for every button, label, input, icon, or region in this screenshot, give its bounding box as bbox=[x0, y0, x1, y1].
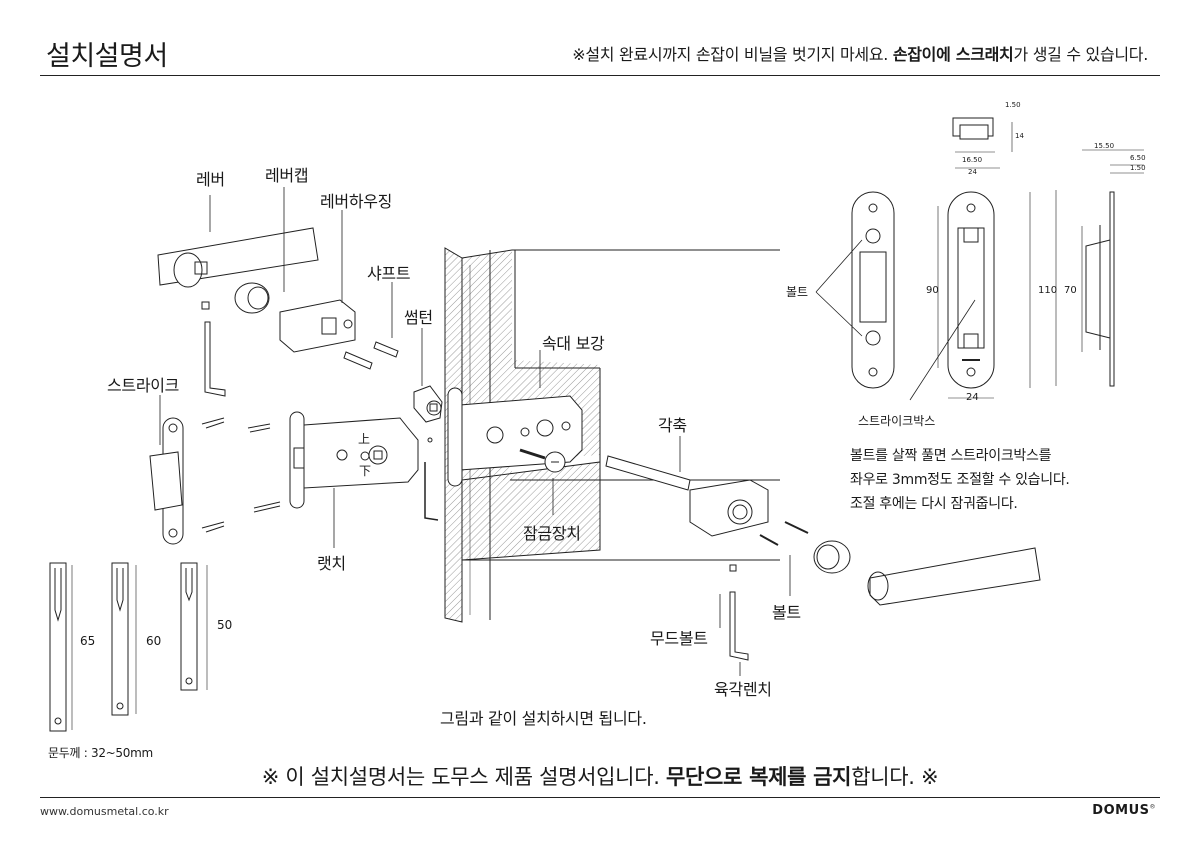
header-divider bbox=[40, 75, 1160, 76]
registered-mark: ® bbox=[1149, 803, 1156, 811]
screws bbox=[201, 417, 281, 533]
spindle bbox=[605, 455, 691, 491]
note-line-2: 좌우로 3mm정도 조절할 수 있습니다. bbox=[850, 472, 1070, 488]
label-lever-cap: 레버캡 bbox=[265, 166, 309, 185]
label-reinforcement: 속대 보강 bbox=[542, 334, 605, 353]
dim-1-50-side: 1.50 bbox=[1130, 164, 1146, 172]
dim-70: 70 bbox=[1064, 285, 1077, 296]
strike-box-spec bbox=[937, 191, 1031, 399]
warn-bold: 무단으로 복제를 금지 bbox=[665, 765, 852, 789]
spec-strike-box-label: 스트라이크박스 bbox=[858, 414, 936, 428]
dim-24-top: 24 bbox=[968, 168, 977, 176]
latch-body bbox=[289, 411, 433, 509]
bolt-faceplate-spec bbox=[851, 191, 895, 389]
brand-name: DOMUS bbox=[1092, 803, 1150, 818]
strike-plate bbox=[149, 417, 184, 545]
lever-cap-right bbox=[813, 540, 851, 574]
lever-housing bbox=[279, 299, 356, 353]
label-down-mark: 下 bbox=[359, 464, 372, 478]
vinyl-notice: ※설치 완료시까지 손잡이 비닐을 벗기지 마세요. 손잡이에 스크래치가 생길… bbox=[572, 41, 1148, 65]
notice-text-end: 가 생길 수 있습니다. bbox=[1013, 45, 1148, 64]
adjustment-note: 볼트를 살짝 풀면 스트라이크박스를 좌우로 3mm정도 조절할 수 있습니다.… bbox=[850, 444, 1070, 516]
website-url[interactable]: www.domusmetal.co.kr bbox=[40, 805, 169, 818]
spindle-drawings bbox=[49, 562, 208, 732]
locking-device bbox=[519, 448, 566, 473]
spindle-length-60: 60 bbox=[146, 634, 162, 648]
lever-housing-right bbox=[689, 479, 769, 537]
brand-logo: DOMUS® bbox=[1092, 803, 1156, 818]
leader-lines bbox=[159, 187, 791, 676]
lever-cap bbox=[234, 282, 270, 314]
footer-divider bbox=[40, 797, 1160, 798]
install-caption: 그림과 같이 설치하시면 됩니다. bbox=[440, 709, 647, 728]
label-lever: 레버 bbox=[196, 170, 225, 189]
lever-left bbox=[157, 227, 319, 288]
dim-15-50: 15.50 bbox=[1094, 142, 1115, 150]
dim-16-50: 16.50 bbox=[962, 156, 983, 164]
spec-bolt-label: 볼트 bbox=[786, 285, 809, 299]
warn-text-end: 합니다. ※ bbox=[851, 765, 939, 789]
dim-1-50-top: 1.50 bbox=[1005, 101, 1021, 109]
page-title: 설치설명서 bbox=[46, 41, 168, 72]
note-line-3: 조절 후에는 다시 잠궈줍니다. bbox=[850, 496, 1018, 512]
reinforcement-plate bbox=[459, 395, 583, 471]
dim-110: 110 bbox=[1038, 285, 1058, 296]
label-shaft: 샤프트 bbox=[367, 264, 411, 283]
copyright-warning: ※ 이 설치설명서는 도무스 제품 설명서입니다. 무단으로 복제를 금지합니다… bbox=[0, 761, 1200, 791]
label-lever-housing: 레버하우징 bbox=[320, 192, 393, 211]
strike-box-side-spec bbox=[1055, 149, 1144, 387]
notice-bold: 손잡이에 스크래치 bbox=[892, 45, 1014, 64]
label-hex-wrench: 육각렌치 bbox=[714, 680, 772, 699]
thumbturn bbox=[413, 385, 443, 423]
label-strike: 스트라이크 bbox=[107, 376, 180, 395]
dim-90: 90 bbox=[926, 285, 939, 296]
label-locking-device: 잠금장치 bbox=[523, 524, 581, 543]
strike-box-top-view bbox=[952, 117, 1013, 169]
door-thickness: 문두께 : 32~50mm bbox=[48, 746, 153, 760]
label-bolt: 볼트 bbox=[772, 603, 801, 622]
dim-14: 14 bbox=[1015, 132, 1024, 140]
label-latch: 랫치 bbox=[317, 554, 346, 573]
lever-right bbox=[867, 547, 1041, 606]
notice-text: ※설치 완료시까지 손잡이 비닐을 벗기지 마세요. bbox=[572, 45, 893, 64]
note-line-1: 볼트를 살짝 풀면 스트라이크박스를 bbox=[850, 448, 1052, 464]
dim-24-bottom: 24 bbox=[966, 392, 979, 403]
label-mood-bolt: 무드볼트 bbox=[650, 629, 708, 648]
label-up-mark: 上 bbox=[358, 432, 371, 446]
warn-text: ※ 이 설치설명서는 도무스 제품 설명서입니다. bbox=[261, 765, 666, 789]
spindle-length-50: 50 bbox=[217, 618, 233, 632]
dim-6-50: 6.50 bbox=[1130, 154, 1146, 162]
label-spindle: 각축 bbox=[658, 416, 687, 435]
label-thumbturn: 썸턴 bbox=[404, 308, 433, 327]
shaft-pins bbox=[343, 341, 399, 370]
spindle-length-65: 65 bbox=[80, 634, 96, 648]
